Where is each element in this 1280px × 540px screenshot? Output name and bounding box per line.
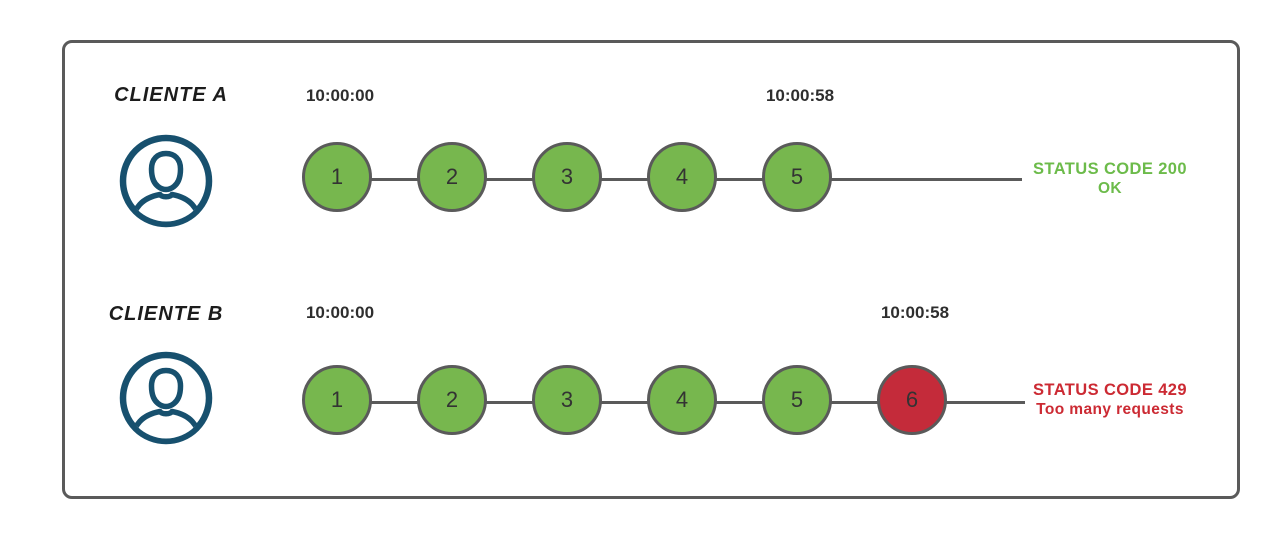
status-code-text: STATUS CODE 200 bbox=[1033, 160, 1187, 178]
user-avatar-icon bbox=[119, 351, 213, 445]
status-message-text: OK bbox=[1097, 180, 1123, 197]
client-b-label: CLIENTE B bbox=[108, 303, 224, 325]
start-timestamp: 10:00:00 bbox=[305, 303, 375, 322]
status-message-text: Too many requests bbox=[1036, 401, 1184, 418]
end-timestamp: 10:00:58 bbox=[765, 86, 835, 105]
user-avatar-icon bbox=[119, 134, 213, 228]
request-circle: 1 bbox=[302, 142, 372, 212]
request-circle: 4 bbox=[647, 365, 717, 435]
start-timestamp: 10:00:00 bbox=[305, 86, 375, 105]
request-circle: 5 bbox=[762, 142, 832, 212]
request-circle: 3 bbox=[532, 365, 602, 435]
status-result: STATUS CODE 429 Too many requests bbox=[1026, 381, 1194, 419]
status-result: STATUS CODE 200 OK bbox=[1026, 160, 1194, 198]
client-a-label: CLIENTE A bbox=[114, 84, 228, 106]
request-circle: 2 bbox=[417, 142, 487, 212]
diagram-frame bbox=[62, 40, 1240, 499]
request-circle: 1 bbox=[302, 365, 372, 435]
request-circle: 4 bbox=[647, 142, 717, 212]
request-circle: 3 bbox=[532, 142, 602, 212]
request-circle: 6 bbox=[877, 365, 947, 435]
end-timestamp: 10:00:58 bbox=[880, 303, 950, 322]
request-circle: 5 bbox=[762, 365, 832, 435]
request-circle: 2 bbox=[417, 365, 487, 435]
status-code-text: STATUS CODE 429 bbox=[1033, 381, 1187, 399]
